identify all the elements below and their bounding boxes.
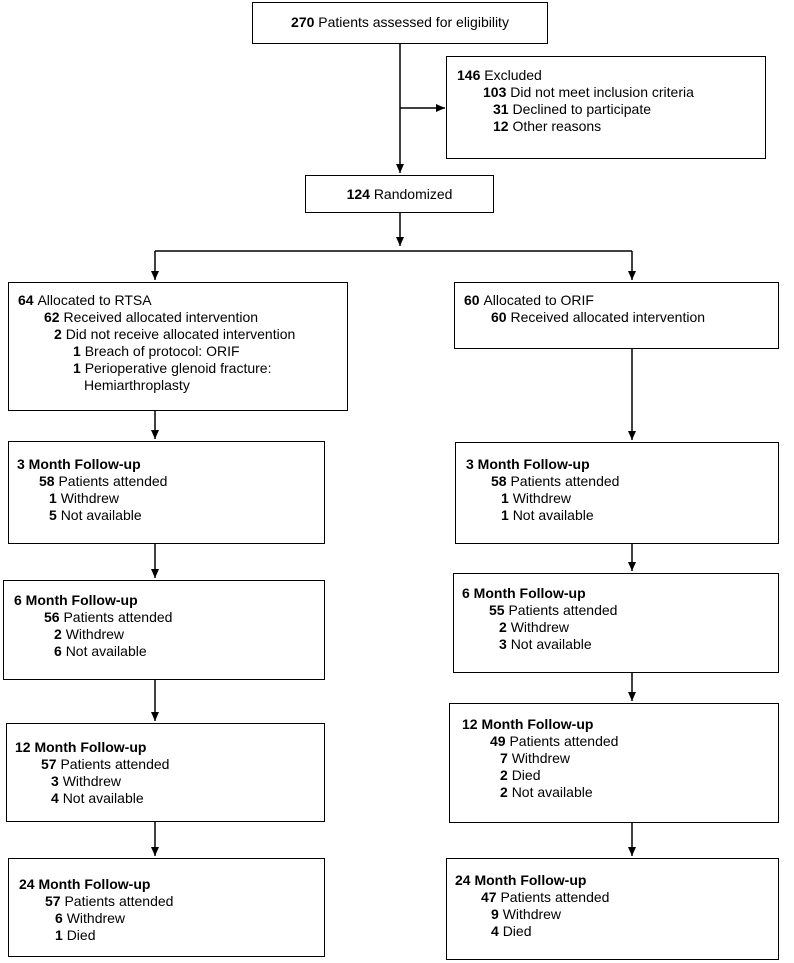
rtsa-m6-row: 6 Not available (54, 643, 147, 659)
rtsa-allocated-count: 64 (18, 292, 34, 308)
rtsa-m24-row: 1 Died (55, 927, 96, 943)
orif-m12-row: 49 Patients attended (490, 733, 619, 749)
orif-received: 60 Received allocated intervention (491, 309, 706, 325)
rtsa-m12-row: 4 Not available (51, 790, 144, 806)
rtsa-m6-box: 6 Month Follow-up 56 Patients attended 2… (3, 580, 325, 680)
excluded-count: 146 (457, 67, 481, 83)
rtsa-m24-row: 57 Patients attended (45, 893, 174, 909)
excluded-item: 103 Did not meet inclusion criteria (483, 84, 694, 100)
orif-m6-row: 55 Patients attended (489, 602, 618, 618)
rtsa-m3-row: 5 Not available (49, 507, 142, 523)
rtsa-received: 62 Received allocated intervention (44, 309, 259, 325)
rtsa-m3-row: 58 Patients attended (39, 473, 168, 489)
orif-m12-box: 12 Month Follow-up 49 Patients attended … (449, 703, 779, 823)
orif-m12-title: 12 Month Follow-up (462, 716, 594, 732)
orif-m3-box: 3 Month Follow-up 58 Patients attended 1… (455, 442, 779, 544)
orif-allocated-label: Allocated to ORIF (483, 292, 594, 308)
rtsa-reason-continued: Hemiarthroplasty (84, 377, 190, 393)
excluded-box: 146 Excluded 103 Did not meet inclusion … (446, 56, 766, 159)
rtsa-allocation-box: 64 Allocated to RTSA 62 Received allocat… (8, 282, 348, 411)
excluded-item: 31 Declined to participate (493, 101, 651, 117)
rtsa-m12-title: 12 Month Follow-up (15, 739, 147, 755)
rtsa-m12-box: 12 Month Follow-up 57 Patients attended … (6, 723, 325, 822)
randomized-label: Randomized (373, 186, 453, 202)
orif-allocation-box: 60 Allocated to ORIF 60 Received allocat… (454, 282, 779, 349)
orif-m3-row: 1 Not available (501, 507, 594, 523)
orif-m6-box: 6 Month Follow-up 55 Patients attended 2… (453, 573, 779, 673)
orif-m24-box: 24 Month Follow-up 47 Patients attended … (446, 858, 779, 960)
rtsa-m6-row: 56 Patients attended (44, 609, 173, 625)
eligibility-label: Patients assessed for eligibility (318, 14, 509, 30)
rtsa-m24-row: 6 Withdrew (55, 910, 126, 926)
rtsa-reason: 1 Perioperative glenoid fracture: (73, 360, 272, 376)
orif-m24-row: 4 Died (491, 923, 532, 939)
randomized-count: 124 (346, 186, 370, 202)
randomized-box: 124 Randomized (305, 175, 494, 213)
rtsa-m3-title: 3 Month Follow-up (17, 456, 141, 472)
excluded-label: Excluded (484, 67, 542, 83)
orif-m3-row: 58 Patients attended (491, 473, 620, 489)
orif-m24-row: 9 Withdrew (491, 906, 562, 922)
eligibility-box: 270 Patients assessed for eligibility (252, 2, 548, 44)
orif-m12-row: 2 Died (500, 767, 541, 783)
orif-m6-row: 3 Not available (499, 636, 592, 652)
orif-m3-row: 1 Withdrew (501, 490, 572, 506)
rtsa-m6-row: 2 Withdrew (54, 626, 125, 642)
eligibility-count: 270 (291, 14, 315, 30)
rtsa-m3-box: 3 Month Follow-up 58 Patients attended 1… (8, 441, 325, 544)
orif-allocated-count: 60 (464, 292, 480, 308)
rtsa-m12-row: 57 Patients attended (41, 756, 170, 772)
orif-m12-row: 2 Not available (500, 784, 593, 800)
rtsa-reason: 1 Breach of protocol: ORIF (73, 343, 240, 359)
rtsa-not-received: 2 Did not receive allocated intervention (54, 326, 296, 342)
rtsa-m3-row: 1 Withdrew (49, 490, 120, 506)
rtsa-m24-box: 24 Month Follow-up 57 Patients attended … (8, 858, 325, 957)
orif-m12-row: 7 Withdrew (500, 750, 571, 766)
orif-m6-row: 2 Withdrew (499, 619, 570, 635)
orif-m3-title: 3 Month Follow-up (466, 456, 590, 472)
orif-m6-title: 6 Month Follow-up (462, 585, 586, 601)
excluded-item: 12 Other reasons (493, 118, 602, 134)
rtsa-m24-title: 24 Month Follow-up (19, 876, 151, 892)
orif-m24-row: 47 Patients attended (481, 889, 610, 905)
rtsa-m6-title: 6 Month Follow-up (14, 592, 138, 608)
rtsa-m12-row: 3 Withdrew (51, 773, 122, 789)
rtsa-allocated-label: Allocated to RTSA (37, 292, 152, 308)
orif-m24-title: 24 Month Follow-up (455, 872, 587, 888)
